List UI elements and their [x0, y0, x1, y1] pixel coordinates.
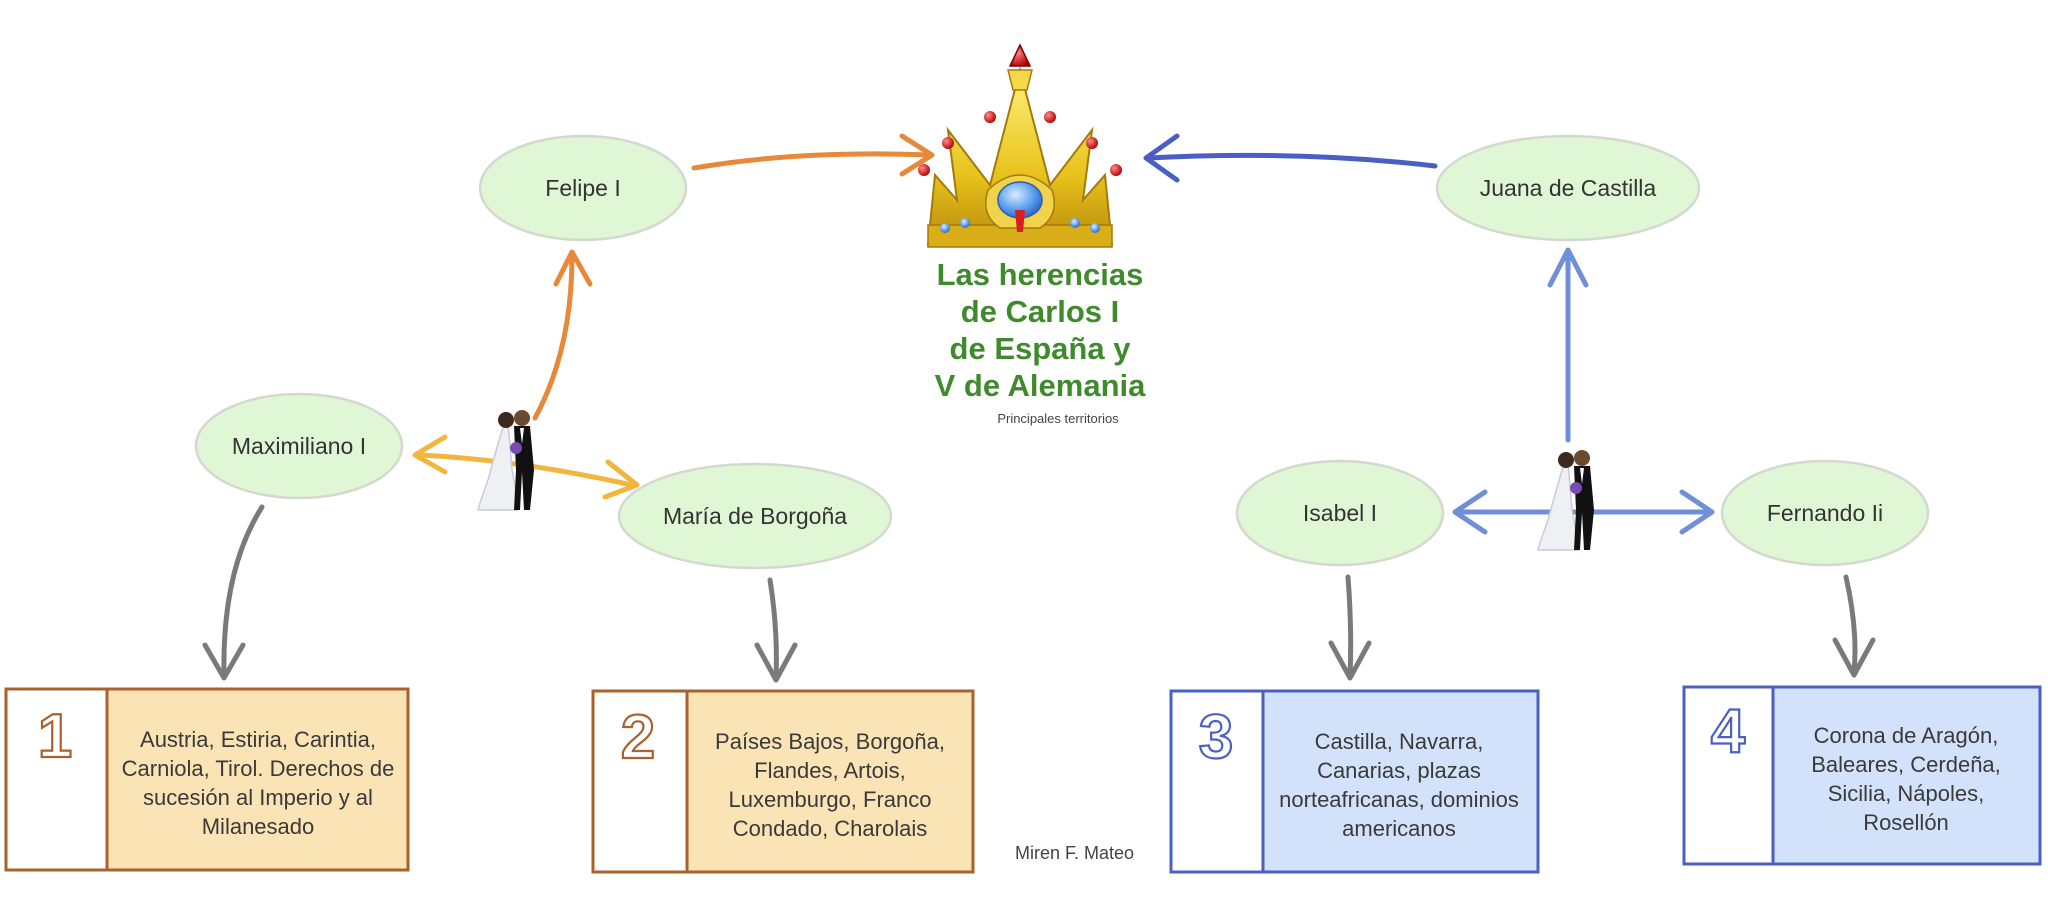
inheritance-2-line-4: Condado, Charolais — [733, 816, 927, 841]
inheritance-4-line-4: Rosellón — [1863, 810, 1949, 835]
inheritance-number-2: 2 — [621, 703, 655, 772]
inheritance-box-4: 4 Corona de Aragón, Baleares, Cerdeña, S… — [1682, 685, 2042, 866]
title-line-4: V de Alemania — [935, 368, 1147, 403]
arrow-maria-to-box-2 — [767, 577, 779, 681]
inheritance-4-line-2: Baleares, Cerdeña, — [1811, 752, 2001, 777]
arrow-parents-to-felipe — [532, 253, 575, 421]
node-fernando-label: Fernando Ii — [1767, 500, 1883, 526]
node-juana: Juana de Castilla — [1435, 134, 1701, 242]
arrowhead-marriage-isabel — [1452, 489, 1488, 535]
inheritance-4-line-1: Corona de Aragón, — [1814, 723, 1999, 748]
inheritance-3-line-3: norteafricanas, dominios — [1279, 787, 1519, 812]
node-maximiliano-label: Maximiliano I — [232, 433, 366, 459]
inheritance-2-line-2: Flandes, Artois, — [754, 758, 906, 783]
inheritance-1-line-1: Austria, Estiria, Carintia, — [140, 727, 376, 752]
node-isabel-label: Isabel I — [1303, 500, 1377, 526]
inheritance-1-line-3: sucesión al Imperio y al — [143, 785, 373, 810]
inheritance-box-2: 2 Países Bajos, Borgoña, Flandes, Artois… — [591, 689, 975, 874]
diagram-title: Las herencias de Carlos I de España y V … — [935, 257, 1147, 426]
inheritance-3-line-1: Castilla, Navarra, — [1315, 729, 1484, 754]
node-fernando: Fernando Ii — [1720, 459, 1930, 567]
author-credit: Miren F. Mateo — [1015, 843, 1134, 863]
arrowhead-parents-to-felipe — [553, 249, 593, 287]
inheritance-number-4: 4 — [1711, 697, 1746, 766]
inheritance-2-line-1: Países Bajos, Borgoña, — [715, 729, 945, 754]
node-felipe-label: Felipe I — [545, 175, 620, 201]
inheritance-number-3: 3 — [1199, 703, 1233, 772]
inheritance-box-3: 3 Castilla, Navarra, Canarias, plazas no… — [1169, 689, 1540, 874]
arrowhead-marriage-fernando — [1679, 489, 1715, 535]
arrowhead-felipe-to-crown — [899, 133, 935, 177]
arrowhead-marriage-left — [412, 434, 448, 475]
bride-groom-icon — [1537, 450, 1594, 551]
crown-icon — [918, 43, 1122, 248]
title-line-2: de Carlos I — [961, 294, 1120, 329]
arrow-maximiliano-to-box-1 — [221, 504, 265, 678]
arrowhead-marriage-right — [602, 459, 640, 500]
arrow-juana-to-crown — [1145, 152, 1438, 169]
bride-groom-icon — [477, 410, 534, 511]
node-isabel: Isabel I — [1235, 459, 1445, 567]
title-line-3: de España y — [950, 331, 1132, 366]
arrowhead-box-4 — [1832, 637, 1876, 678]
arrowhead-box-1 — [202, 642, 246, 681]
arrowhead-box-2 — [754, 642, 798, 683]
node-juana-label: Juana de Castilla — [1480, 175, 1657, 201]
node-maximiliano: Maximiliano I — [194, 392, 404, 500]
node-maria-label: María de Borgoña — [663, 503, 847, 529]
inheritance-box-1: 1 Austria, Estiria, Carintia, Carniola, … — [4, 687, 410, 872]
inheritance-1-line-2: Carniola, Tirol. Derechos de — [122, 756, 395, 781]
inheritance-4-line-3: Sicilia, Nápoles, — [1828, 781, 1985, 806]
inheritance-2-line-3: Luxemburgo, Franco — [729, 787, 932, 812]
arrowhead-parents-to-juana — [1547, 247, 1589, 288]
diagram-subtitle: Principales territorios — [997, 411, 1119, 426]
arrow-fernando-to-box-4 — [1843, 574, 1858, 675]
arrow-felipe-to-crown — [691, 151, 933, 171]
inheritance-3-line-4: americanos — [1342, 816, 1456, 841]
arrow-isabel-to-box-3 — [1345, 574, 1354, 679]
arrowhead-box-3 — [1328, 640, 1372, 681]
node-felipe: Felipe I — [478, 134, 688, 242]
inheritance-1-line-4: Milanesado — [202, 814, 315, 839]
node-maria: María de Borgoña — [617, 462, 893, 570]
arrowhead-juana-to-crown — [1143, 133, 1180, 183]
inheritance-3-line-2: Canarias, plazas — [1317, 758, 1481, 783]
inheritance-number-1: 1 — [38, 702, 72, 771]
title-line-1: Las herencias — [937, 257, 1144, 292]
